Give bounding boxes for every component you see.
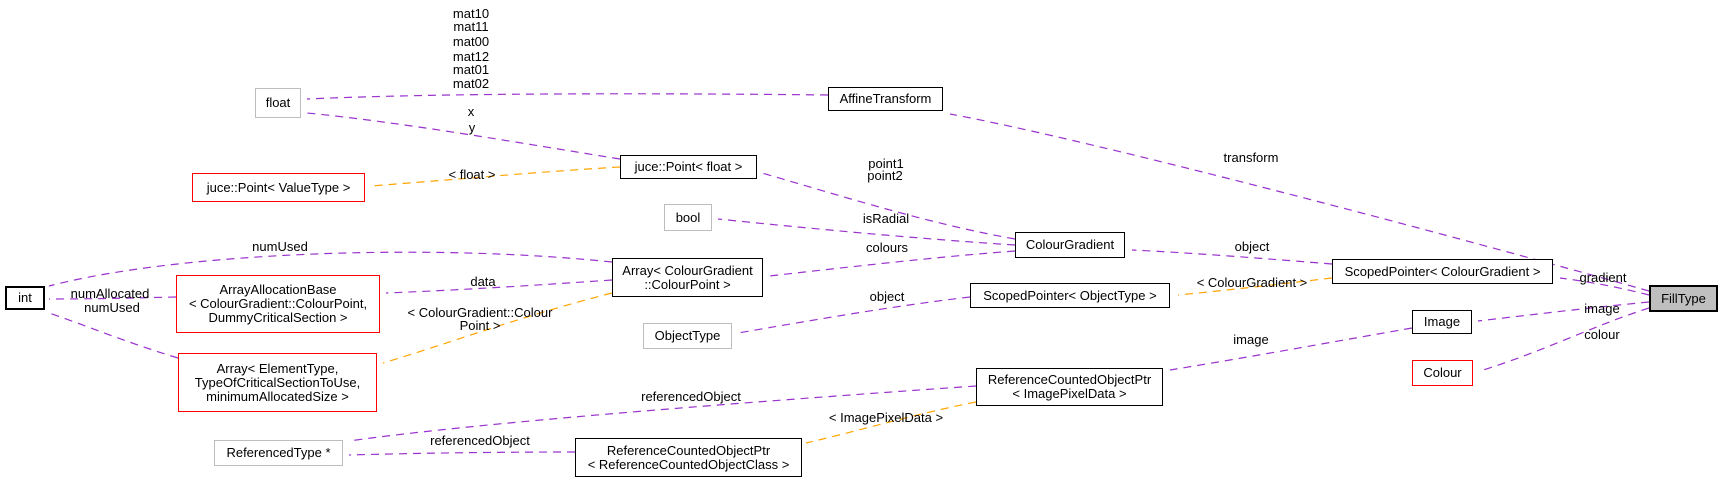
node-label: Array< ColourGradient (622, 262, 753, 278)
edge-label-mat11: mat11 (453, 19, 488, 34)
edge-filltype-scopedpointercg (1559, 277, 1650, 296)
edge-label-isradial: isRadial (863, 211, 909, 226)
node-label: < ReferenceCountedObjectClass > (587, 456, 790, 472)
edge-label-referencedobject-image: referencedObject (641, 389, 741, 404)
edge-label-point1: point1 (868, 156, 903, 171)
node-label: < ImagePixelData > (1012, 386, 1127, 401)
edge-label-mat10: mat10 (453, 6, 489, 21)
edge-label-colours: colours (866, 240, 908, 255)
node-float: float (255, 88, 301, 118)
edge-label-numused-bottom: numUsed (84, 300, 140, 315)
edge-rcopimagepixeldata-referencedtype (348, 385, 977, 442)
edge-label-colourpoint-instance-line2: Point > (460, 318, 501, 333)
edge-rcopclass-referencedtype (348, 451, 576, 456)
node-rcop-image-pixel-data[interactable]: ReferenceCountedObjectPtr < ImagePixelDa… (976, 368, 1163, 406)
node-colour[interactable]: Colour (1412, 360, 1473, 386)
edge-label-numallocated: numAllocated (71, 286, 150, 301)
node-label: ColourGradient (1025, 237, 1115, 252)
node-juce-point-valuetype[interactable]: juce::Point< ValueType > (192, 173, 365, 202)
edge-scopedpointercg-scopedpointerot (1177, 277, 1333, 296)
edge-label-numused-top: numUsed (252, 239, 308, 254)
edge-label-mat01: mat01 (453, 62, 489, 77)
node-juce-point-float[interactable]: juce::Point< float > (620, 155, 757, 179)
node-colour-gradient[interactable]: ColourGradient (1015, 232, 1125, 258)
edge-label-image-member: image (1233, 332, 1268, 347)
edge-affinetransform-float (306, 93, 829, 100)
node-fill-type: FillType (1649, 285, 1718, 312)
edge-array-arrayallocationbase (385, 279, 613, 294)
node-array-allocation-base[interactable]: ArrayAllocationBase < ColourGradient::Co… (176, 275, 380, 333)
edge-label-gradient: gradient (1580, 270, 1627, 285)
node-bool: bool (664, 204, 712, 231)
node-label: TypeOfCriticalSectionToUse, (194, 374, 361, 390)
node-label: ScopedPointer< ObjectType > (983, 287, 1157, 303)
node-affine-transform[interactable]: AffineTransform (828, 87, 943, 111)
edge-label-image-fill: image (1584, 301, 1619, 316)
edge-label-referencedobject-class: referencedObject (430, 433, 530, 448)
edge-filltype-colour (1479, 307, 1650, 372)
edge-label-point2: point2 (867, 168, 902, 183)
node-label: ScopedPointer< ColourGradient > (1344, 263, 1541, 279)
node-referenced-type: ReferencedType * (214, 440, 343, 466)
edge-label-x: x (468, 104, 475, 119)
node-label: ReferenceCountedObjectPtr (987, 372, 1152, 387)
edge-label-data: data (470, 274, 496, 289)
edge-label-mat12: mat12 (453, 49, 489, 64)
node-label: Image (1423, 314, 1461, 329)
node-label: ReferencedType * (226, 445, 331, 460)
node-label: ::ColourPoint > (644, 276, 731, 292)
node-array-element-type[interactable]: Array< ElementType, TypeOfCriticalSectio… (178, 353, 377, 412)
edge-label-object-gradient: object (1235, 239, 1270, 254)
node-label: bool (675, 209, 701, 225)
edge-arrayelementtype-int (48, 312, 179, 359)
edge-label-colourgradient-instance: < ColourGradient > (1197, 275, 1308, 290)
edge-label-colourpoint-instance-line1: < ColourGradient::Colour (408, 305, 554, 320)
edge-label-mat00: mat00 (453, 34, 489, 49)
edge-rcopimagepixeldata-rcopclass (805, 401, 977, 444)
node-int: int (5, 286, 45, 310)
edge-label-imagepixeldata-instance: < ImagePixelData > (829, 410, 943, 425)
node-label: FillType (1661, 290, 1706, 306)
node-label: Array< ElementType, (216, 360, 339, 376)
edge-label-colour-fill: colour (1584, 327, 1620, 342)
edge-pointfloat-float (306, 112, 621, 160)
node-label: AffineTransform (839, 91, 932, 106)
node-label: DummyCriticalSection > (208, 310, 348, 325)
node-label: ObjectType (654, 328, 721, 343)
node-scoped-pointer-object-type[interactable]: ScopedPointer< ObjectType > (970, 283, 1170, 308)
edge-array-int-numused (48, 251, 613, 287)
edge-label-mat02: mat02 (453, 76, 489, 91)
node-label: minimumAllocatedSize > (206, 388, 349, 404)
edge-arrayallocationbase-int (48, 296, 177, 300)
node-scoped-pointer-colour-gradient[interactable]: ScopedPointer< ColourGradient > (1332, 259, 1553, 284)
node-array-colour-point[interactable]: Array< ColourGradient ::ColourPoint > (612, 258, 763, 297)
edge-colourgradient-array (768, 250, 1016, 277)
edge-label-y: y (469, 120, 476, 135)
node-label: ReferenceCountedObjectPtr (606, 442, 771, 458)
node-label: juce::Point< ValueType > (206, 179, 351, 195)
edge-filltype-image (1477, 301, 1650, 322)
node-object-type: ObjectType (643, 323, 732, 349)
node-label: ArrayAllocationBase (219, 282, 337, 297)
edge-label-object-scoped: object (870, 289, 905, 304)
node-rcop-reference-counted-object-class[interactable]: ReferenceCountedObjectPtr < ReferenceCou… (575, 438, 802, 477)
edge-pointfloat-pointvaluetype (370, 166, 621, 187)
edge-label-transform: transform (1224, 150, 1279, 165)
edge-colourgradient-pointfloat (761, 172, 1016, 240)
node-label: Colour (1423, 365, 1462, 380)
edge-label-float-instance: < float > (449, 167, 496, 182)
node-image[interactable]: Image (1412, 310, 1472, 334)
node-label: < ColourGradient::ColourPoint, (188, 296, 368, 311)
edge-array-arrayelementtype (382, 292, 613, 364)
node-label: int (18, 290, 32, 305)
edge-scopedpointerot-objecttype (737, 296, 971, 334)
edge-filltype-affinetransform (949, 113, 1650, 292)
node-label: float (265, 95, 291, 110)
node-label: juce::Point< float > (634, 159, 743, 174)
edge-image-rcopimagepixeldata (1169, 327, 1413, 371)
edge-scopedpointercg-colourgradient (1131, 249, 1333, 265)
